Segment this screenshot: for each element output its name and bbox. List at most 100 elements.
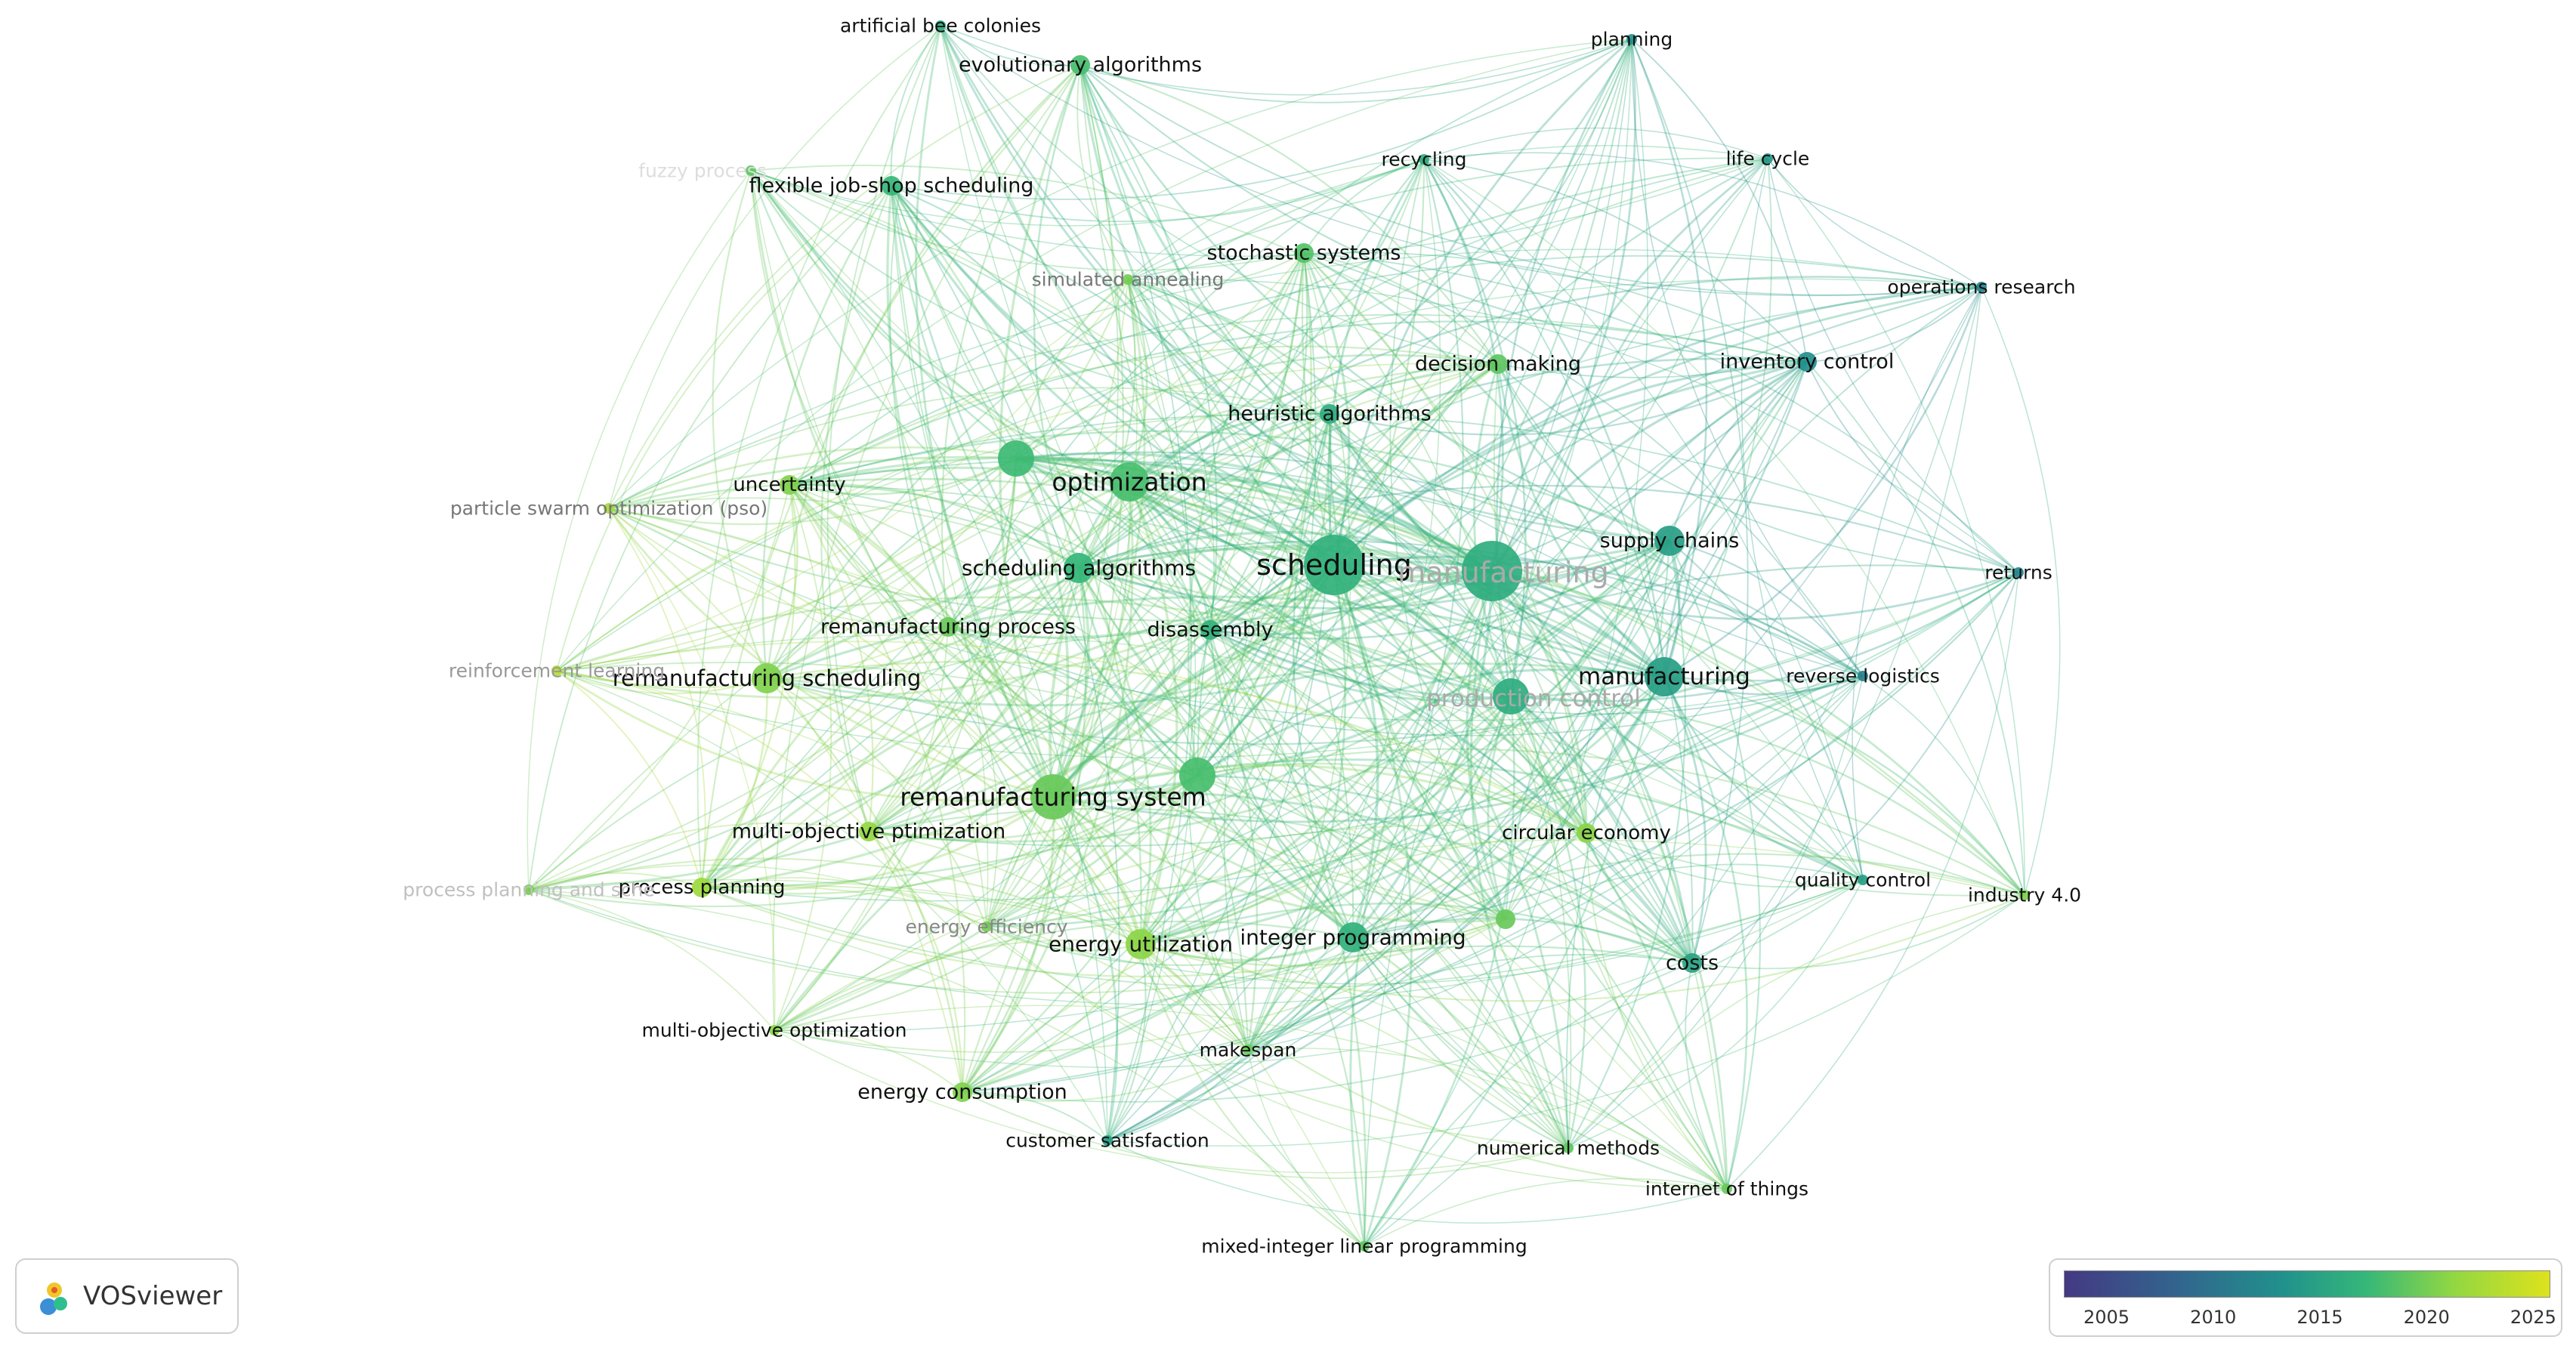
label-artificial_bee[interactable]: artificial bee colonies [840, 15, 1041, 37]
label-industry_40[interactable]: industry 4.0 [1968, 884, 2081, 906]
node-reinforcement_learning[interactable] [551, 665, 562, 676]
node-stochastic_systems[interactable] [1294, 243, 1314, 263]
label-circular_economy[interactable]: circular economy [1502, 822, 1671, 844]
node-energy_consumption[interactable] [953, 1082, 972, 1102]
node-flexible_job_shop[interactable] [882, 176, 901, 196]
label-flexible_job_shop[interactable]: flexible job-shop scheduling [749, 174, 1034, 198]
label-uncertainty[interactable]: uncertainty [733, 474, 845, 496]
node-process_planning_sched[interactable] [524, 884, 534, 895]
node-decision_making[interactable] [1488, 354, 1508, 374]
node-manufacturing_lc[interactable] [1462, 541, 1522, 601]
node-uncertainty[interactable] [780, 475, 799, 495]
label-inventory_control[interactable]: inventory control [1720, 350, 1895, 374]
node-artificial_bee[interactable] [935, 20, 946, 31]
label-evolutionary_algorithms[interactable]: evolutionary algorithms [959, 54, 1202, 77]
node-manufacturing[interactable] [1645, 657, 1684, 696]
network-edge [1140, 39, 1633, 945]
node-costs[interactable] [1682, 953, 1702, 973]
node-unlabeled_b[interactable] [1179, 758, 1215, 794]
node-multi_obj_optimization[interactable] [769, 1025, 780, 1036]
node-optimization[interactable] [1110, 462, 1149, 502]
label-makespan[interactable]: makespan [1200, 1039, 1297, 1061]
node-simulated_annealing[interactable] [1123, 274, 1133, 285]
label-numerical_methods[interactable]: numerical methods [1477, 1137, 1660, 1159]
node-remanufacturing_scheduling[interactable] [752, 663, 782, 693]
node-milp[interactable] [1359, 1241, 1370, 1252]
node-customer_satisfaction[interactable] [1102, 1135, 1113, 1146]
label-scheduling_algorithms[interactable]: scheduling algorithms [962, 556, 1196, 581]
node-planning[interactable] [1626, 34, 1637, 45]
node-production_control[interactable] [1493, 678, 1529, 715]
node-remanufacturing_process[interactable] [938, 617, 958, 637]
label-energy_consumption[interactable]: energy consumption [857, 1081, 1067, 1104]
label-scheduling[interactable]: scheduling [1256, 548, 1412, 582]
label-production_control[interactable]: production control [1426, 685, 1641, 712]
label-quality_control[interactable]: quality control [1795, 869, 1931, 891]
node-disassembly[interactable] [1200, 620, 1220, 640]
node-energy_utilization[interactable] [1126, 929, 1156, 959]
node-quality_control[interactable] [1858, 875, 1868, 885]
label-life_cycle[interactable]: life cycle [1726, 148, 1810, 170]
label-reinforcement_learning[interactable]: reinforcement learning [449, 660, 665, 682]
label-internet_of_things[interactable]: internet of things [1645, 1178, 1808, 1200]
label-recycling[interactable]: recycling [1381, 149, 1466, 171]
node-industry_40[interactable] [2019, 890, 2030, 900]
network-edge [1079, 64, 1336, 566]
label-remanufacturing_process[interactable]: remanufacturing process [820, 616, 1076, 639]
node-process_planning[interactable] [692, 878, 712, 897]
node-unlabeled_c[interactable] [1496, 909, 1515, 929]
node-pso[interactable] [604, 503, 614, 514]
node-supply_chains[interactable] [1654, 526, 1685, 556]
label-fuzzy_process[interactable]: fuzzy process [638, 160, 767, 182]
node-returns[interactable] [2013, 567, 2024, 578]
node-heuristic_algorithms[interactable] [1320, 404, 1339, 424]
label-heuristic_algorithms[interactable]: heuristic algorithms [1228, 403, 1431, 426]
label-manufacturing_lc[interactable]: manufacturing [1398, 556, 1608, 589]
node-evolutionary_algorithms[interactable] [1070, 55, 1090, 75]
label-simulated_annealing[interactable]: simulated annealing [1032, 269, 1225, 291]
label-costs[interactable]: costs [1666, 952, 1719, 975]
label-integer_programming[interactable]: integer programming [1240, 925, 1466, 950]
label-manufacturing[interactable]: manufacturing [1578, 663, 1750, 690]
node-energy_efficiency[interactable] [981, 921, 992, 932]
label-remanufacturing_system[interactable]: remanufacturing system [900, 782, 1206, 812]
label-supply_chains[interactable]: supply chains [1600, 529, 1740, 553]
label-stochastic_systems[interactable]: stochastic systems [1207, 242, 1401, 265]
node-internet_of_things[interactable] [1722, 1184, 1732, 1194]
node-life_cycle[interactable] [1762, 153, 1773, 164]
node-multi_obj_ptimization[interactable] [859, 822, 879, 841]
node-scheduling_algorithms[interactable] [1064, 553, 1094, 583]
label-remanufacturing_scheduling[interactable]: remanufacturing scheduling [613, 665, 922, 691]
vosviewer-badge[interactable]: VOSviewer [15, 1258, 239, 1334]
node-scheduling[interactable] [1304, 535, 1364, 595]
label-reverse_logistics[interactable]: reverse logistics [1786, 665, 1940, 687]
network-edge [766, 595, 1665, 680]
label-returns[interactable]: returns [1985, 562, 2052, 584]
label-disassembly[interactable]: disassembly [1147, 619, 1274, 642]
label-optimization[interactable]: optimization [1052, 468, 1206, 497]
node-integer_programming[interactable] [1338, 922, 1368, 952]
label-energy_efficiency[interactable]: energy efficiency [905, 916, 1067, 938]
label-multi_obj_ptimization[interactable]: multi-objective ptimization [732, 820, 1006, 844]
label-milp[interactable]: mixed-integer linear programming [1201, 1236, 1527, 1258]
label-customer_satisfaction[interactable]: customer satisfaction [1005, 1130, 1209, 1152]
node-makespan[interactable] [1243, 1045, 1253, 1055]
label-process_planning_sched[interactable]: process planning and sche [403, 879, 654, 901]
node-circular_economy[interactable] [1577, 823, 1596, 843]
node-operations_research[interactable] [1976, 282, 1987, 292]
node-unlabeled_a[interactable] [998, 440, 1034, 477]
network-edge [1052, 279, 1146, 798]
node-recycling[interactable] [1419, 154, 1429, 165]
label-process_planning[interactable]: process planning [619, 876, 786, 899]
label-multi_obj_optimization[interactable]: multi-objective optimization [641, 1020, 907, 1042]
label-energy_utilization[interactable]: energy utilization [1049, 932, 1233, 957]
node-inventory_control[interactable] [1797, 352, 1817, 372]
label-pso[interactable]: particle swarm optimization (pso) [450, 498, 768, 520]
label-planning[interactable]: planning [1591, 29, 1673, 51]
label-decision_making[interactable]: decision making [1415, 353, 1581, 376]
node-fuzzy_process[interactable] [746, 165, 756, 176]
label-operations_research[interactable]: operations research [1887, 276, 2075, 298]
node-reverse_logistics[interactable] [1858, 671, 1868, 681]
node-remanufacturing_system[interactable] [1030, 774, 1076, 820]
node-numerical_methods[interactable] [1563, 1143, 1574, 1153]
